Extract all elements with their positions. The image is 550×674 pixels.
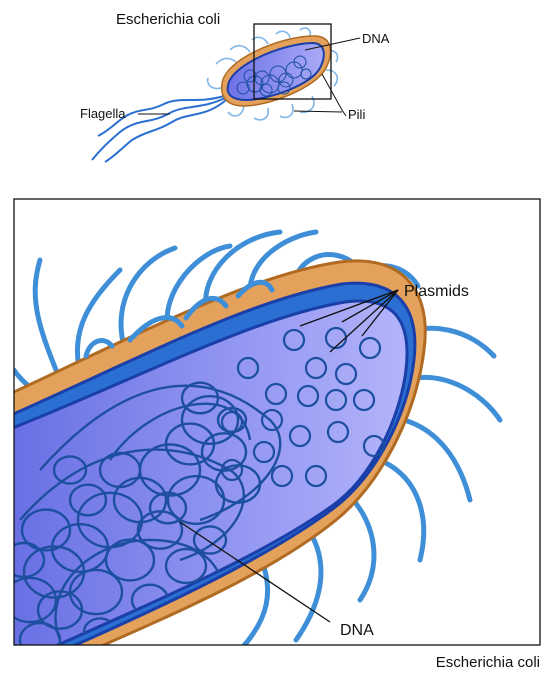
dna-loop (192, 525, 228, 555)
plasmid-ring (362, 434, 386, 458)
plasmid-ring (304, 464, 328, 488)
dna-loop (104, 538, 156, 582)
plasmid-ring (288, 424, 312, 448)
dna-loop (164, 547, 208, 585)
dna-loop (68, 568, 124, 616)
plasmid-ring (252, 440, 276, 464)
overview-pili-label: Pili (348, 107, 365, 122)
plasmids (220, 326, 386, 488)
pili-front (83, 279, 275, 359)
plasmid-ring (304, 356, 328, 380)
dna-loop (14, 541, 46, 579)
overview-flagella-label: Flagella (80, 106, 126, 121)
dna-loop (52, 455, 88, 485)
plasmids-label: Plasmids (404, 283, 469, 300)
plasmid-ring (264, 382, 288, 406)
plasmid-ring (334, 362, 358, 386)
dna-loop (166, 475, 226, 526)
detail-leader-lines (179, 289, 399, 623)
plasmid-ring (358, 336, 382, 360)
dna-nucleoid (14, 381, 282, 645)
plasmid-ring (296, 384, 320, 408)
plasmid-ring (236, 356, 260, 380)
dna-label: DNA (340, 622, 374, 639)
dna-loop (20, 508, 72, 552)
dna-strand (39, 384, 282, 522)
plasmid-ring (324, 388, 348, 412)
plasmid-ring (352, 388, 376, 412)
overview-membrane (226, 41, 325, 102)
detail-frame (13, 198, 541, 646)
plasmid-ring (220, 410, 244, 434)
dna-loop (68, 483, 108, 517)
dna-loop (148, 491, 188, 525)
dna-loop (180, 395, 240, 446)
detail-panel: Plasmids DNA Escherichia coli (13, 198, 541, 671)
flagella (91, 95, 227, 163)
overview-title: Escherichia coli (116, 11, 220, 28)
plasmid-ring (326, 420, 350, 444)
overview-dna (236, 55, 312, 97)
plasmid-ring (282, 328, 306, 352)
overview-illustration: Escherichia coli DNA Pili Flagella (80, 11, 390, 163)
dna-loop (180, 381, 220, 415)
dna-loop (14, 576, 58, 624)
overview-leader-lines (138, 37, 361, 117)
zoom-box (253, 23, 332, 100)
dna-loop (136, 510, 184, 550)
overview-dna-label: DNA (362, 31, 390, 46)
plasmid-ring (260, 408, 284, 432)
plasmid-ring (270, 464, 294, 488)
detail-caption: Escherichia coli (436, 654, 540, 671)
plasmid-ring (220, 458, 244, 482)
